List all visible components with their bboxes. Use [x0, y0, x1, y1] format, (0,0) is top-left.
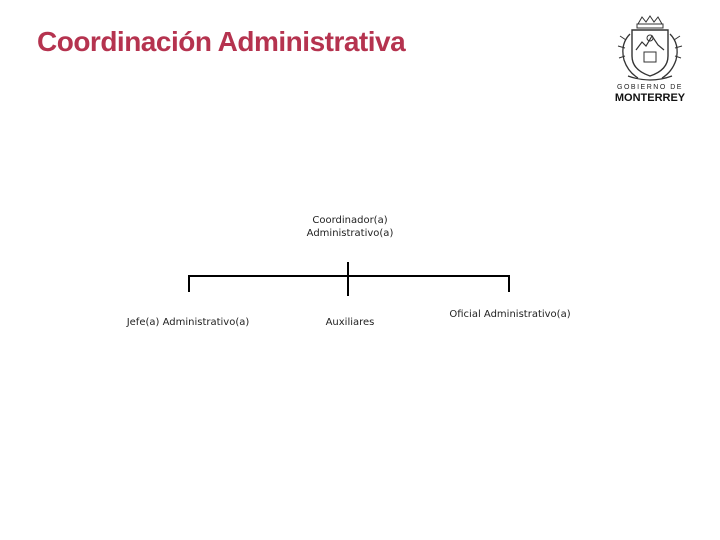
- logo-subtitle: GOBIERNO DE: [617, 84, 683, 91]
- org-node-jefe-administrativo: Jefe(a) Administrativo(a): [126, 317, 250, 328]
- org-node-auxiliares: Auxiliares: [325, 317, 375, 328]
- coat-of-arms-icon: [617, 15, 683, 81]
- org-node-coordinador: Coordinador(a) Administrativo(a): [290, 214, 410, 240]
- org-node-coordinador-line1: Coordinador(a): [312, 215, 388, 226]
- org-node-oficial-administrativo: Oficial Administrativo(a): [449, 309, 571, 320]
- logo-name: MONTERREY: [614, 92, 686, 104]
- gobierno-monterrey-logo: GOBIERNO DE MONTERREY: [608, 14, 692, 106]
- org-node-coordinador-line2: Administrativo(a): [306, 228, 394, 239]
- page-title: Coordinación Administrativa: [37, 26, 406, 57]
